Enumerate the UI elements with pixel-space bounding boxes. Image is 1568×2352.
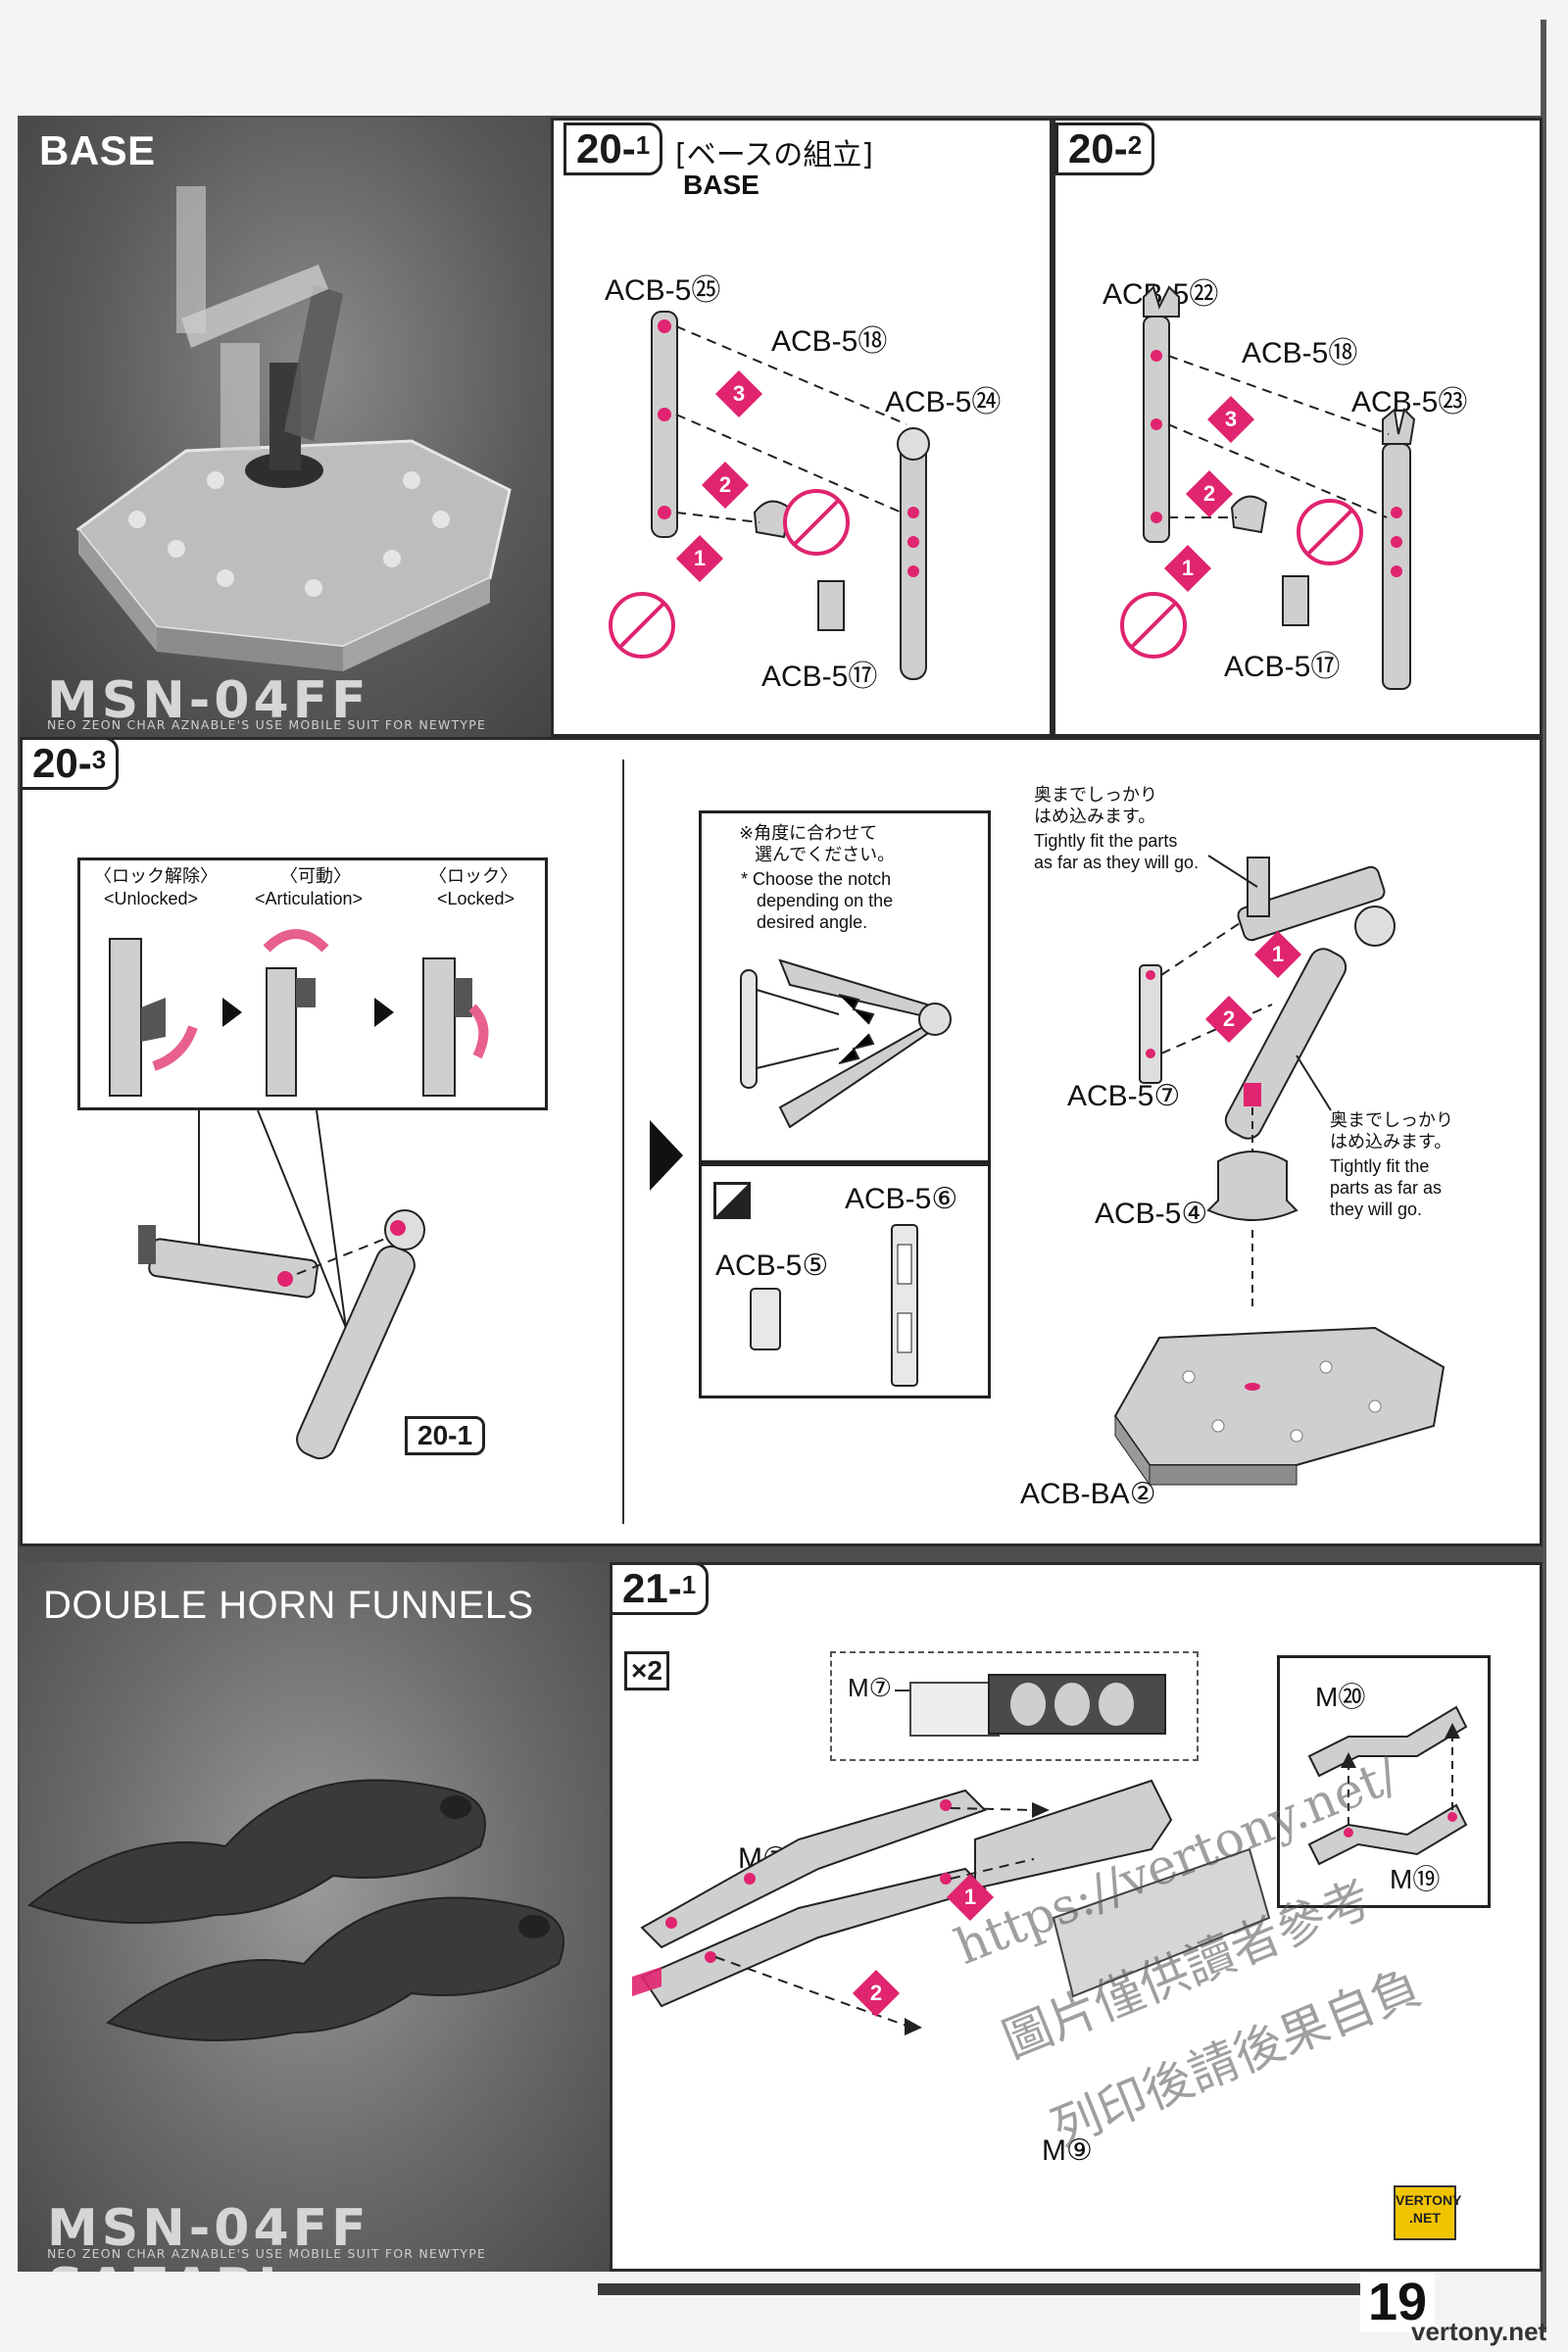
mode-label-en: <Articulation> (255, 889, 364, 908)
part-label: ACB-5⑱ (1242, 337, 1358, 369)
step-marker: 1 (1253, 930, 1302, 979)
base-photo-panel: BASE MSN-04FF SAZABI NEO ZEON CHAR AZNAB… (20, 118, 551, 737)
step-20-1-panel: 20-1 [ベースの組立] BASE ACB-5㉕ ACB-5⑱ ACB-5㉔ … (551, 118, 1053, 737)
m7-detail-figure (895, 1674, 1166, 1737)
note-text: ※角度に合わせて (739, 823, 878, 844)
step-marker: 1 (675, 534, 724, 583)
model-subtitle: NEO ZEON CHAR AZNABLE'S USE MOBILE SUIT … (47, 2246, 487, 2261)
step-marker: 2 (852, 1969, 901, 2018)
step-badge-21-1: 21-1 (612, 1565, 710, 1615)
step-20-2-diagram (1120, 285, 1416, 690)
ref-badge-20-1: 20-1 (405, 1416, 486, 1455)
note-text: 選んでください。 (755, 845, 896, 865)
step-badge-20-1: 20-1 (564, 122, 663, 175)
fit-note: 奥までしっかり (1330, 1110, 1453, 1131)
fit-note: parts as far as (1330, 1178, 1443, 1198)
funnel-photo-panel: DOUBLE HORN FUNNELS MSN-04FF SAZABI NEO … (20, 1562, 610, 2272)
part-label: M⑳ (1315, 1682, 1366, 1712)
step-marker: 3 (714, 369, 763, 418)
mode-label-en: <Locked> (437, 889, 515, 908)
note-text: desired angle. (757, 912, 868, 932)
step-marker: 2 (1204, 995, 1253, 1044)
part-label: ACB-5㉓ (1351, 386, 1468, 418)
page-number: 19 (1360, 2272, 1436, 2332)
part-label: ACB-5④ (1095, 1198, 1208, 1230)
step-21-1-panel: 21-1 ×2 M⑦ M⑳ M⑲ M⑦ M⑨ (610, 1562, 1543, 2272)
model-subtitle: NEO ZEON CHAR AZNABLE'S USE MOBILE SUIT … (47, 717, 487, 732)
notch-figure (740, 958, 952, 1129)
fit-note: Tightly fit the (1330, 1156, 1430, 1176)
part-label: M⑦ (848, 1673, 892, 1702)
part-label: ACB-5⑤ (715, 1250, 829, 1282)
cut-tool-icon (713, 1182, 751, 1219)
funnels-photo (26, 1779, 564, 2041)
fit-note: はめ込みます。 (1330, 1132, 1452, 1152)
step-20-3-arm-diagram (138, 1109, 425, 1460)
site-credit: vertony.net (1411, 2317, 1547, 2346)
parts-figure (750, 1224, 918, 1387)
section-title-funnels: DOUBLE HORN FUNNELS (43, 1584, 534, 1627)
lock-mode-figures (109, 929, 489, 1097)
mode-label-jp: 〈ロック解除〉 (94, 866, 218, 887)
fit-note: はめ込みます。 (1034, 807, 1156, 827)
mode-label-jp: 〈ロック〉 (429, 866, 517, 887)
section-title-base: BASE (39, 127, 156, 173)
m7-detail-box: M⑦ (830, 1651, 1199, 1761)
part-label: ACB-5⑥ (845, 1183, 958, 1215)
notch-note-box: ※角度に合わせて 選んでください。 * Choose the notch dep… (699, 810, 991, 1163)
step-marker: 2 (1185, 469, 1234, 518)
step-title-jp: [ベースの組立] (675, 138, 873, 172)
page-edge-right (1541, 20, 1546, 2332)
fit-note: as far as they will go. (1034, 853, 1200, 872)
next-arrow (650, 1120, 683, 1191)
part-label: ACB-5⑰ (761, 661, 878, 693)
fit-note: 奥までしっかり (1034, 785, 1157, 806)
footer-bar (598, 2283, 1382, 2295)
step-20-1-diagram (609, 311, 930, 680)
part-label: M⑲ (1390, 1864, 1441, 1894)
part-label: ACB-5⑰ (1224, 651, 1341, 683)
vertony-logo: VERTONY .NET (1394, 2185, 1461, 2240)
section-divider (622, 760, 624, 1524)
fit-note: they will go. (1330, 1200, 1423, 1219)
part-label: M⑨ (1042, 2134, 1093, 2167)
part-label: ACB-5㉔ (885, 386, 1002, 418)
step-20-3-assembly-diagram (1113, 855, 1446, 1487)
step-marker: 3 (1206, 395, 1255, 444)
note-text: * Choose the notch (741, 869, 892, 889)
part-label: ACB-5⑦ (1067, 1080, 1181, 1112)
step-marker: 1 (1163, 544, 1212, 593)
fit-note: Tightly fit the parts (1034, 831, 1178, 851)
quantity-badge: ×2 (624, 1651, 669, 1690)
note-text: depending on the (757, 891, 894, 910)
part-label: ACB-5㉕ (605, 274, 721, 307)
action-base-photo (75, 186, 512, 671)
step-21-1-diagram (632, 1779, 1271, 2035)
m20-m19-box: M⑳ M⑲ (1277, 1655, 1491, 1908)
step-badge-20-3: 20-3 (23, 740, 120, 790)
part-label: ACB-5⑱ (771, 325, 888, 358)
step-badge-20-2: 20-2 (1055, 122, 1155, 175)
mode-label-en: <Unlocked> (104, 889, 199, 908)
model-name: MSN-04FF SAZABI (47, 671, 370, 737)
step-20-3-panel: 20-3 〈ロック解除〉 <Unlocked> 〈可動〉 <Articulati… (20, 737, 1543, 1546)
step-marker: 2 (701, 461, 750, 510)
mode-label-jp: 〈可動〉 (280, 866, 351, 887)
step-title-en: BASE (683, 170, 760, 200)
m20-m19-figure (1307, 1705, 1468, 1866)
parts-box: ACB-5⑥ ACB-5⑤ (699, 1163, 991, 1398)
step-20-2-panel: 20-2 ACB-5㉒ ACB-5⑱ ACB-5㉓ ACB-5⑰ 3 2 1 (1053, 118, 1543, 737)
model-name: MSN-04FF SAZABI (47, 2199, 370, 2272)
part-label: ACB-BA② (1020, 1478, 1156, 1510)
lock-mode-inset: 〈ロック解除〉 <Unlocked> 〈可動〉 <Articulation> 〈… (77, 858, 548, 1110)
